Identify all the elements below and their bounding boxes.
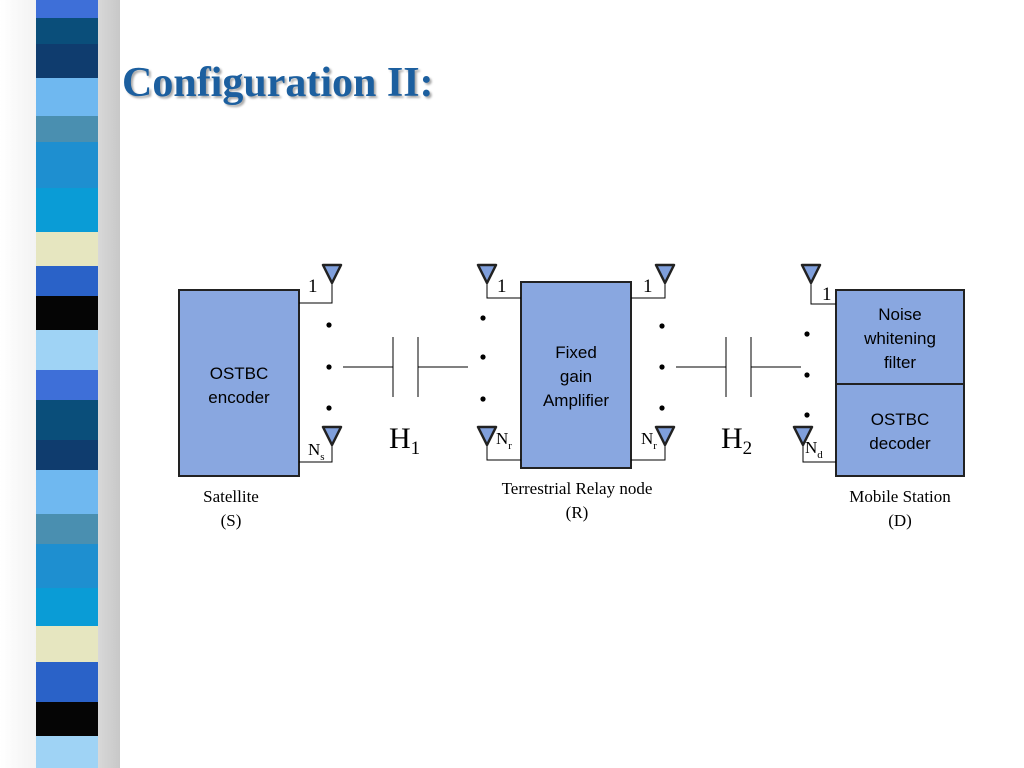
channel-h1: H1 [343, 337, 468, 459]
antenna-icon [321, 263, 343, 293]
antenna-dots [480, 315, 486, 402]
slide-title: Configuration II: [122, 60, 434, 106]
antenna-count-label: Nr [641, 429, 657, 452]
relay-node: Fixed gain Amplifier 1 Nr 1 Nr Terrestri… [476, 263, 676, 522]
fixed-gain-amplifier-block [520, 281, 632, 469]
ostbc-decoder-block [835, 383, 965, 477]
decoder-label: OSTBC [871, 410, 930, 429]
antenna-icon [654, 263, 676, 293]
satellite-node: OSTBC encoder 1 Ns Satellite (S) [178, 263, 343, 530]
mobile-station-node: Noise whitening filter OSTBC decoder 1 N… [792, 263, 965, 530]
noise-whitening-filter-block [835, 289, 965, 385]
ostbc-encoder-label: encoder [208, 388, 270, 407]
relay-caption: (R) [566, 503, 589, 522]
antenna-index-label: 1 [497, 276, 507, 297]
antenna-icon [654, 425, 676, 455]
mobile-station-caption: (D) [888, 511, 912, 530]
decoder-label: decoder [869, 434, 931, 453]
antenna-index-label: 1 [822, 284, 832, 305]
mobile-station-caption: Mobile Station [849, 487, 951, 506]
channel-h2-label: H2 [721, 422, 752, 459]
antenna-dots [804, 331, 810, 418]
antenna-count-label: Nd [805, 438, 823, 461]
antenna-dots [326, 322, 332, 411]
channel-h2: H2 [676, 337, 801, 459]
filter-label: whitening [863, 329, 936, 348]
antenna-index-label: 1 [308, 276, 318, 297]
antenna-count-label: Nr [496, 429, 512, 452]
amplifier-label: Fixed [555, 343, 597, 362]
antenna-count-label: Ns [308, 440, 325, 463]
antenna-dots [659, 323, 665, 411]
filter-label: Noise [878, 305, 921, 324]
amplifier-label: Amplifier [543, 391, 609, 410]
filter-label: filter [884, 353, 916, 372]
antenna-icon [476, 425, 498, 455]
channel-h1-label: H1 [389, 422, 420, 459]
antenna-index-label: 1 [643, 276, 653, 297]
antenna-icon [800, 263, 822, 293]
decorative-sidebar [0, 0, 120, 768]
relay-caption: Terrestrial Relay node [502, 479, 653, 498]
satellite-caption: (S) [221, 511, 242, 530]
ostbc-encoder-label: OSTBC [210, 364, 269, 383]
satellite-caption: Satellite [203, 487, 259, 506]
antenna-icon [476, 263, 498, 293]
ostbc-encoder-block [178, 289, 300, 477]
amplifier-label: gain [560, 367, 592, 386]
antenna-icon [321, 425, 343, 455]
